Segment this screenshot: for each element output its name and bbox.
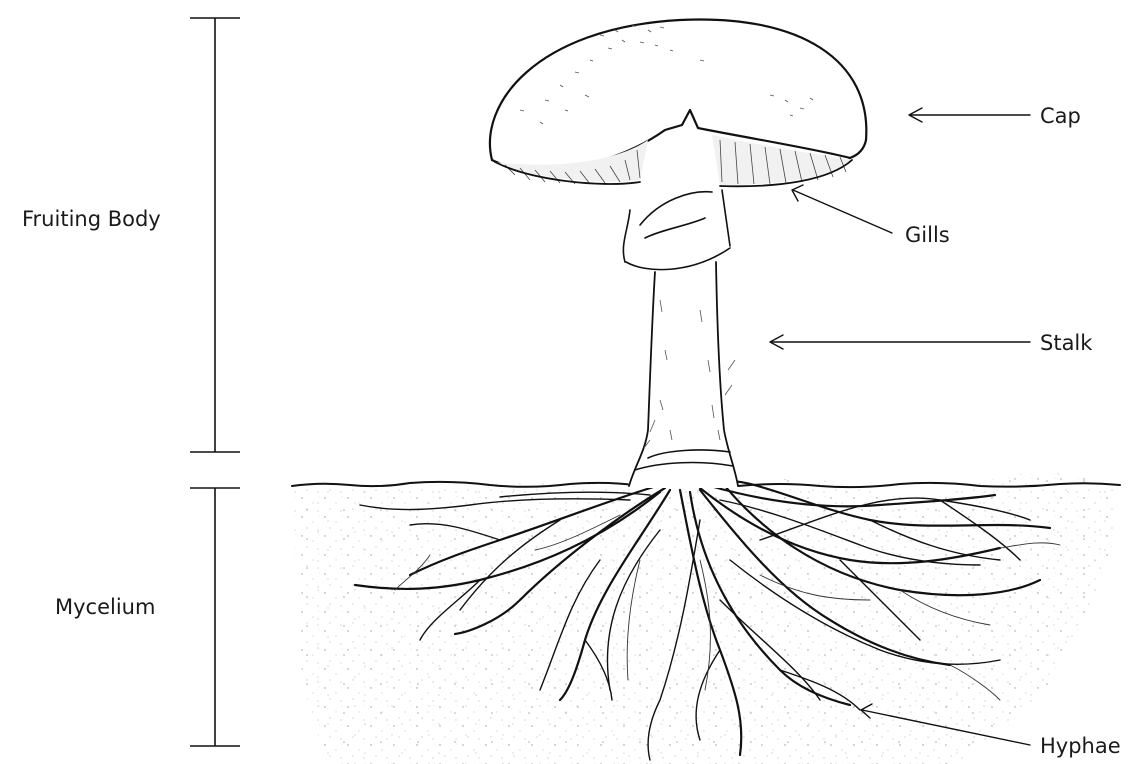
section-label-mycelium: Mycelium (55, 595, 155, 619)
gills-arrow (792, 185, 892, 233)
section-label-fruiting-body: Fruiting Body (22, 207, 161, 231)
soil-region (292, 473, 1120, 764)
cap-drawing (488, 19, 866, 186)
part-label-hyphae: Hyphae (1040, 734, 1121, 758)
part-label-stalk: Stalk (1040, 331, 1093, 355)
stalk-arrow (770, 335, 1030, 349)
mycelium-bracket (190, 488, 240, 746)
fruiting-body-bracket (190, 18, 240, 452)
part-label-cap: Cap (1040, 104, 1081, 128)
stalk-drawing (623, 174, 738, 488)
part-label-gills: Gills (905, 223, 950, 247)
cap-arrow (909, 108, 1030, 122)
